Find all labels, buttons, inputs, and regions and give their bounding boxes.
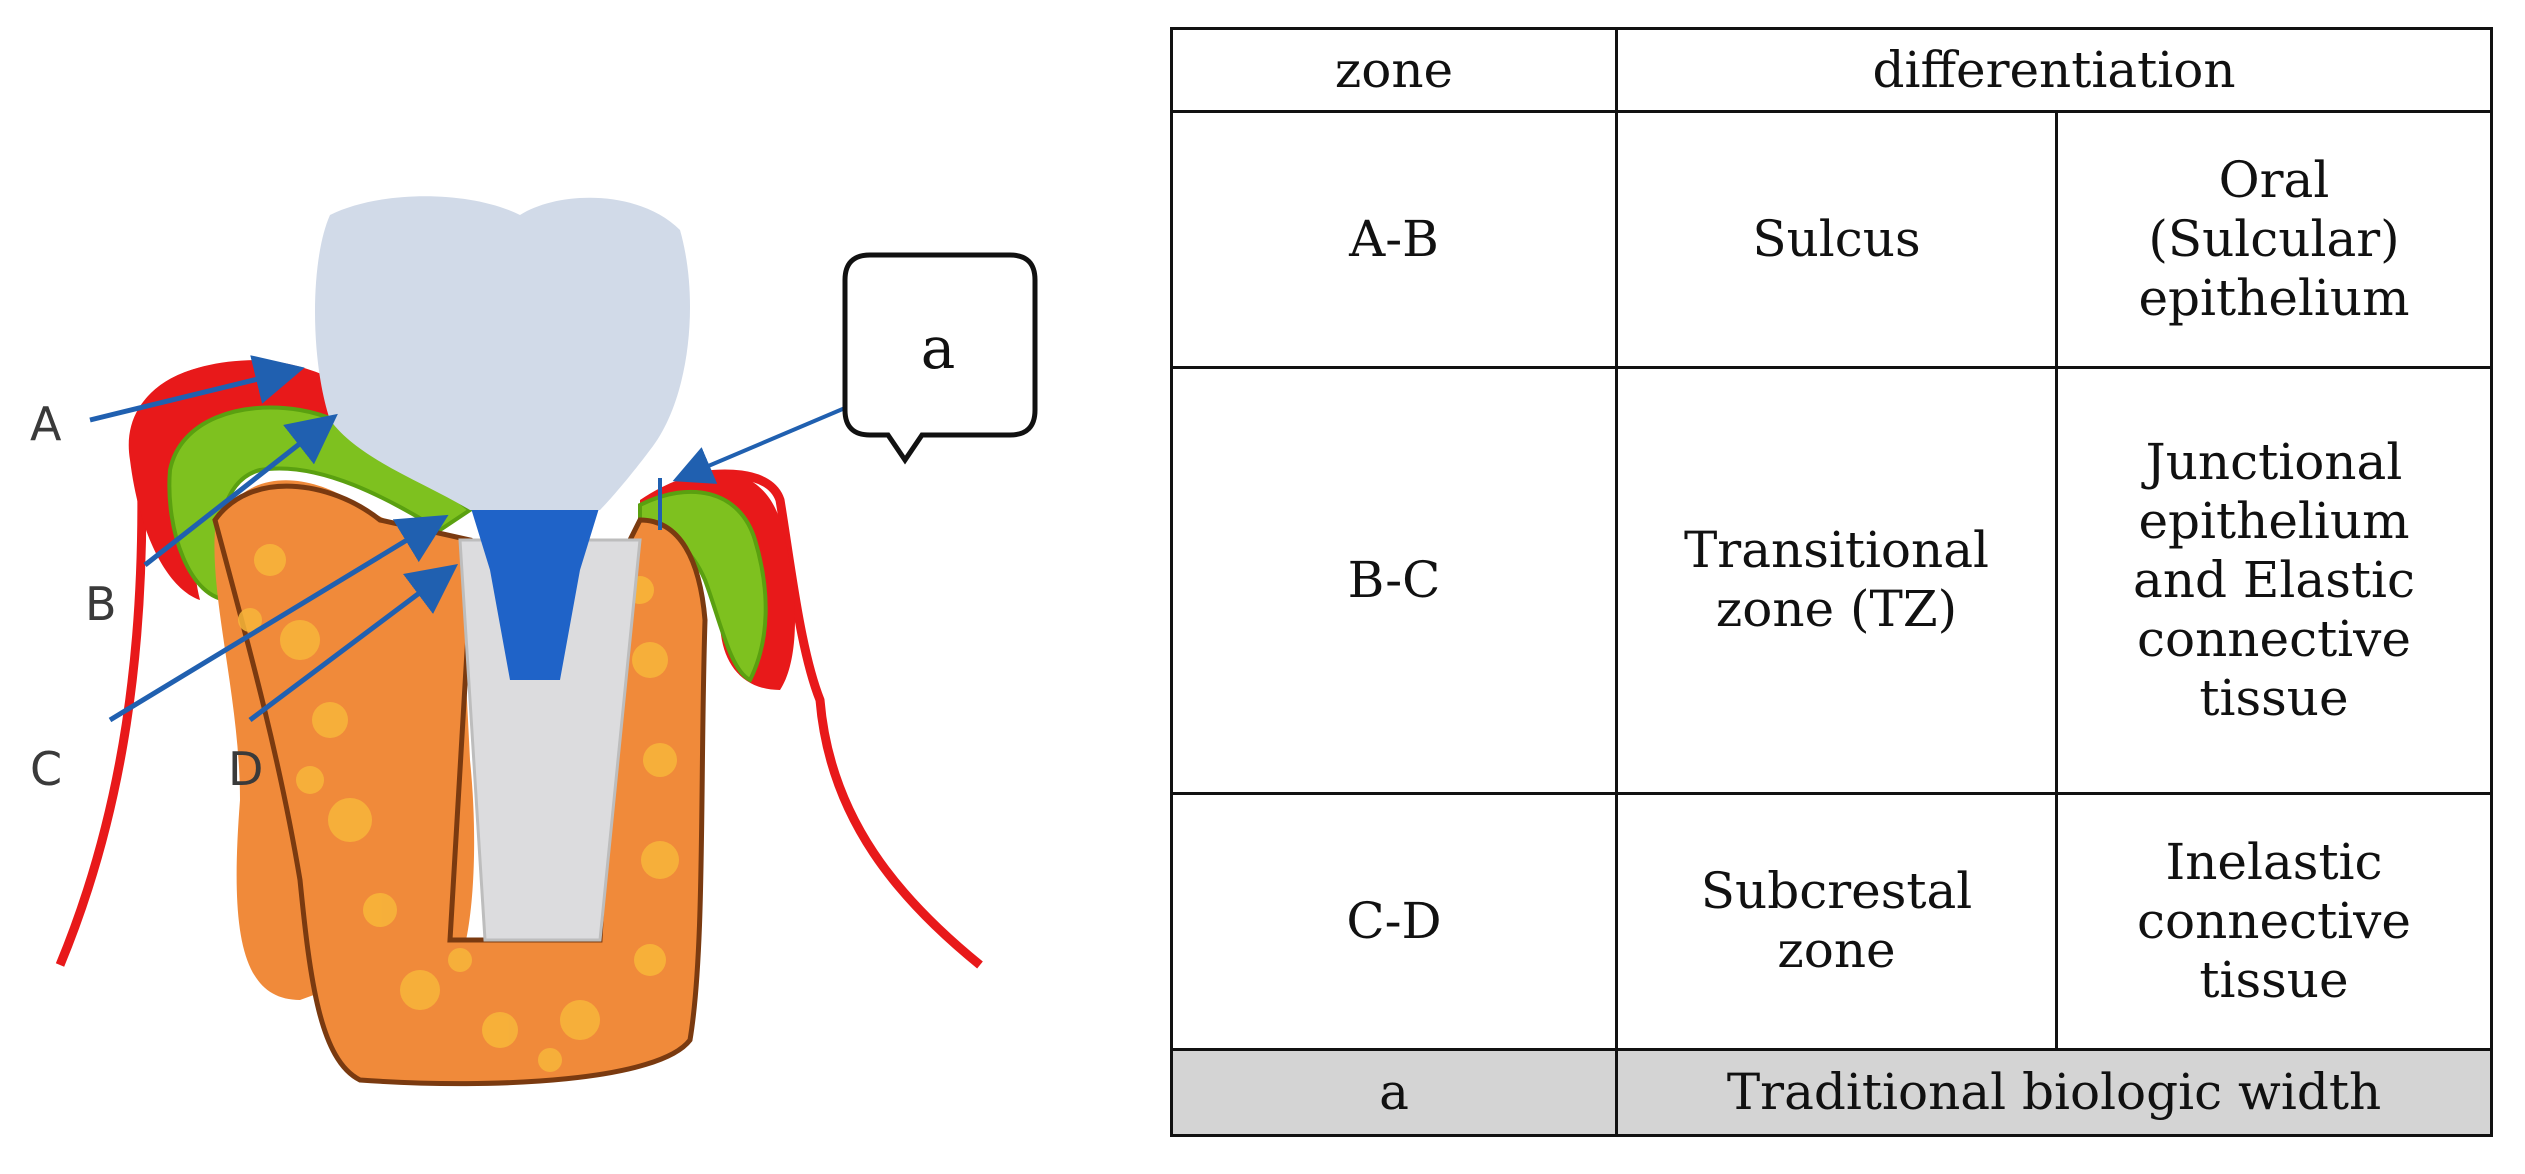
callout-label: a	[921, 314, 956, 382]
table-row: B-C Transitional zone (TZ) Junctional ep…	[1170, 365, 2493, 796]
label-C: C	[30, 742, 62, 796]
arrow-a	[672, 406, 846, 484]
table-footer-row: a Traditional biologic width	[1170, 1047, 2493, 1138]
table-row: C-D Subcrestal zone Inelastic connective…	[1170, 792, 2493, 1051]
arrow-A	[89, 355, 305, 423]
label-A: A	[30, 397, 62, 451]
header-differentiation: differentiation	[1615, 26, 2493, 114]
arrow-D	[248, 564, 458, 722]
arrow-B	[143, 413, 338, 567]
row-tissue: Junctional epithelium and Elastic connec…	[2055, 365, 2493, 796]
row-zone: B-C	[1170, 365, 1618, 796]
right-gingiva-outline	[678, 469, 983, 969]
header-zone: zone	[1170, 26, 1618, 114]
row-zone: A-B	[1170, 110, 1618, 369]
row-name: Sulcus	[1615, 110, 2058, 369]
row-zone: C-D	[1170, 792, 1618, 1051]
row-tissue: Oral (Sulcular) epithelium	[2055, 110, 2493, 369]
table-header-row: zone differentiation	[1170, 26, 2493, 114]
callout-bubble	[842, 252, 1038, 465]
bone-texture	[238, 544, 679, 1072]
row-tissue: Inelastic connective tissue	[2055, 792, 2493, 1051]
implant-diagram: A B C D a	[30, 196, 1038, 1087]
arrow-C	[108, 514, 449, 723]
footer-description: Traditional biologic width	[1615, 1047, 2493, 1138]
label-B: B	[85, 577, 117, 631]
footer-zone: a	[1170, 1047, 1618, 1138]
zone-table: zone differentiation A-B Sulcus Oral (Su…	[1170, 26, 2493, 1138]
table-row: A-B Sulcus Oral (Sulcular) epithelium	[1170, 110, 2493, 369]
crown	[315, 196, 690, 510]
label-D: D	[228, 742, 263, 796]
abutment	[470, 505, 600, 680]
row-name: Subcrestal zone	[1615, 792, 2058, 1051]
row-name: Transitional zone (TZ)	[1615, 365, 2058, 796]
